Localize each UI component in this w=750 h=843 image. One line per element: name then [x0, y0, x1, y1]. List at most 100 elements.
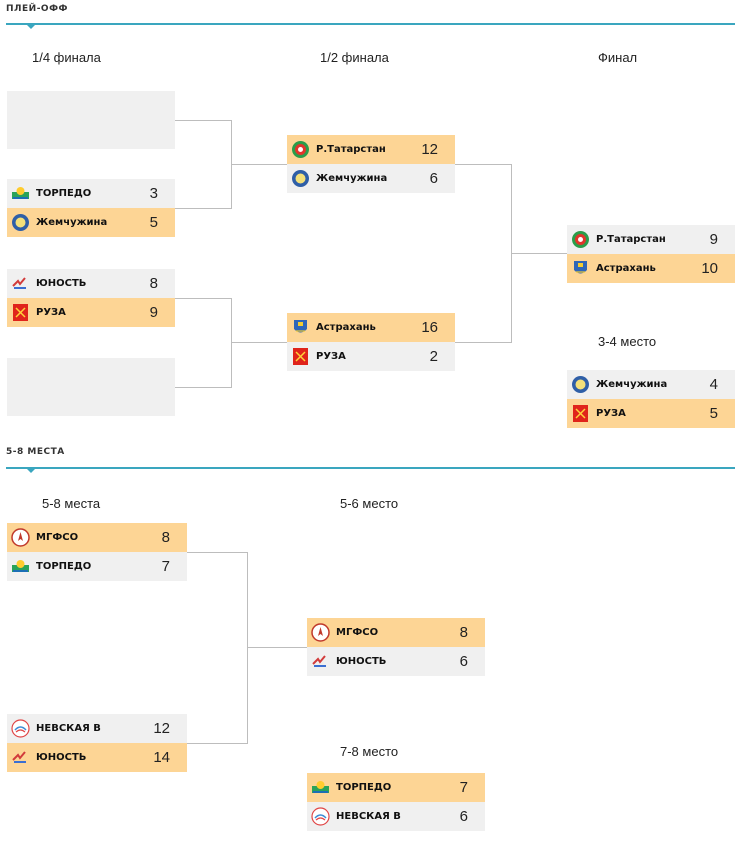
- team-score: 6: [459, 808, 468, 825]
- team-name: РУЗА: [316, 351, 346, 362]
- places58-m1-team-row[interactable]: ТОРПЕДО 7: [7, 552, 187, 581]
- team-name: ЮНОСТЬ: [336, 656, 387, 667]
- round-label-places-5-8: 5-8 места: [42, 496, 101, 511]
- team-score: 3: [149, 185, 158, 202]
- ruza-logo-icon: [11, 303, 30, 322]
- tatarstan-logo-icon: [291, 140, 310, 159]
- places56-team-row[interactable]: ЮНОСТЬ 6: [307, 647, 485, 676]
- places58-m1-team-row[interactable]: МГФСО 8: [7, 523, 187, 552]
- team-score: 4: [709, 376, 718, 393]
- sf2-team-row[interactable]: Астрахань 16: [287, 313, 455, 342]
- team-score: 5: [709, 405, 718, 422]
- team-name: ЮНОСТЬ: [36, 278, 87, 289]
- final-team-row[interactable]: Р.Татарстан 9: [567, 225, 735, 254]
- playoff-section-title: ПЛЕЙ-ОФФ: [6, 4, 68, 14]
- third-place-team-row[interactable]: Жемчужина 4: [567, 370, 735, 399]
- team-name: ТОРПЕДО: [36, 561, 92, 572]
- zhemchuzhina-logo-icon: [291, 169, 310, 188]
- yunost-logo-icon: [11, 748, 30, 767]
- bracket-connector: [175, 208, 231, 209]
- team-name: Р.Татарстан: [316, 144, 386, 155]
- bracket-connector: [175, 298, 231, 299]
- places-5-8-section-marker: [27, 469, 35, 473]
- round-label-quarterfinal: 1/4 финала: [32, 50, 101, 65]
- bracket-connector: [455, 342, 511, 343]
- bracket-connector: [455, 164, 511, 165]
- qf2-team-row[interactable]: Жемчужина 5: [7, 208, 175, 237]
- torpedo-logo-icon: [311, 778, 330, 797]
- team-score: 12: [153, 720, 170, 737]
- team-name: Р.Татарстан: [596, 234, 666, 245]
- bracket-connector: [511, 253, 567, 254]
- yunost-logo-icon: [11, 274, 30, 293]
- team-name: МГФСО: [336, 627, 379, 638]
- team-name: Астрахань: [316, 322, 376, 333]
- team-score: 14: [153, 749, 170, 766]
- final-team-row[interactable]: Астрахань 10: [567, 254, 735, 283]
- round-label-places-5-6: 5-6 место: [340, 496, 399, 511]
- team-score: 9: [149, 304, 158, 321]
- team-score: 7: [161, 558, 170, 575]
- team-score: 5: [149, 214, 158, 231]
- sf1-team-row[interactable]: Р.Татарстан 12: [287, 135, 455, 164]
- team-name: Астрахань: [596, 263, 656, 274]
- round-label-final: Финал: [598, 50, 638, 65]
- team-name: ТОРПЕДО: [336, 782, 392, 793]
- bracket-connector: [231, 298, 232, 388]
- places58-m2-team-row[interactable]: НЕВСКАЯ В 12: [7, 714, 187, 743]
- bracket-connector: [175, 120, 231, 121]
- team-name: Жемчужина: [36, 217, 108, 228]
- team-score: 8: [161, 529, 170, 546]
- round-label-places-7-8: 7-8 место: [340, 744, 399, 759]
- torpedo-logo-icon: [11, 557, 30, 576]
- places78-team-row[interactable]: НЕВСКАЯ В 6: [307, 802, 485, 831]
- team-name: Жемчужина: [596, 379, 668, 390]
- mgfso-logo-icon: [311, 623, 330, 642]
- quarterfinal-empty-match-1: [7, 91, 175, 149]
- round-label-third-place: 3-4 место: [598, 334, 657, 349]
- team-score: 10: [701, 260, 718, 277]
- team-score: 6: [429, 170, 438, 187]
- bracket-connector: [231, 342, 287, 343]
- team-score: 7: [459, 779, 468, 796]
- tatarstan-logo-icon: [571, 230, 590, 249]
- places56-team-row[interactable]: МГФСО 8: [307, 618, 485, 647]
- team-score: 6: [459, 653, 468, 670]
- places-5-8-section-divider: [6, 467, 735, 469]
- playoff-section-marker: [27, 25, 35, 29]
- qf3-team-row[interactable]: РУЗА 9: [7, 298, 175, 327]
- bracket-connector: [175, 387, 231, 388]
- third-place-team-row[interactable]: РУЗА 5: [567, 399, 735, 428]
- team-score: 12: [421, 141, 438, 158]
- team-name: НЕВСКАЯ В: [36, 723, 101, 734]
- team-name: РУЗА: [596, 408, 626, 419]
- bracket-connector: [247, 647, 307, 648]
- team-score: 2: [429, 348, 438, 365]
- ruza-logo-icon: [291, 347, 310, 366]
- team-score: 8: [149, 275, 158, 292]
- places78-team-row[interactable]: ТОРПЕДО 7: [307, 773, 485, 802]
- mgfso-logo-icon: [11, 528, 30, 547]
- team-score: 16: [421, 319, 438, 336]
- team-name: НЕВСКАЯ В: [336, 811, 401, 822]
- nevskaya-logo-icon: [11, 719, 30, 738]
- team-name: РУЗА: [36, 307, 66, 318]
- zhemchuzhina-logo-icon: [11, 213, 30, 232]
- astrakhan-logo-icon: [291, 318, 310, 337]
- sf2-team-row[interactable]: РУЗА 2: [287, 342, 455, 371]
- qf3-team-row[interactable]: ЮНОСТЬ 8: [7, 269, 175, 298]
- zhemchuzhina-logo-icon: [571, 375, 590, 394]
- nevskaya-logo-icon: [311, 807, 330, 826]
- bracket-connector: [231, 164, 287, 165]
- bracket-connector: [247, 552, 248, 744]
- quarterfinal-empty-match-4: [7, 358, 175, 416]
- places-5-8-section-title: 5-8 МЕСТА: [6, 447, 65, 457]
- team-score: 9: [709, 231, 718, 248]
- places58-m2-team-row[interactable]: ЮНОСТЬ 14: [7, 743, 187, 772]
- qf2-team-row[interactable]: ТОРПЕДО 3: [7, 179, 175, 208]
- sf1-team-row[interactable]: Жемчужина 6: [287, 164, 455, 193]
- torpedo-logo-icon: [11, 184, 30, 203]
- team-name: ТОРПЕДО: [36, 188, 92, 199]
- round-label-semifinal: 1/2 финала: [320, 50, 389, 65]
- bracket-connector: [187, 743, 247, 744]
